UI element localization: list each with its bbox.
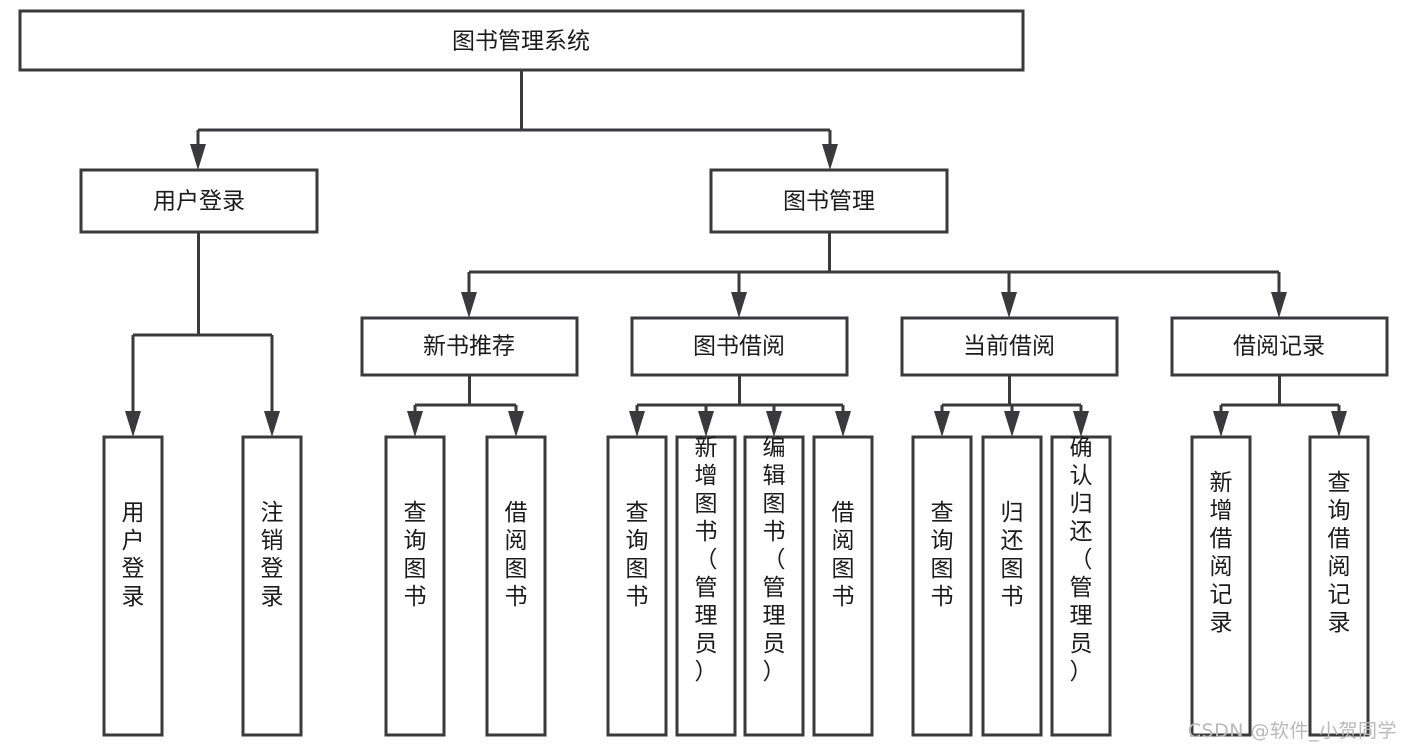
arrow-book-borrow-leaf-3 [766,411,782,437]
node-leaf-edit-book-box[interactable] [743,435,805,737]
arrow-bm-to-new-book-recommend [461,292,477,318]
node-new-book-recommend-label: 新书推荐 [423,334,515,360]
arrow-bm-to-borrow-record [1271,292,1287,318]
node-leaf-user-logout-box[interactable] [241,435,303,737]
node-user-login[interactable]: 用户登录 [79,168,319,234]
node-leaf-borrow-book-1-box[interactable] [485,435,547,737]
node-root[interactable]: 图书管理系统 [18,9,1025,72]
node-book-borrow-label: 图书借阅 [693,334,785,360]
arrow-book-borrow-leaf-2 [698,411,714,437]
node-leaf-confirm-return-box[interactable] [1050,435,1112,737]
node-leaf-add-book-box[interactable] [675,435,737,737]
node-leaf-add-record-box[interactable] [1190,435,1252,737]
node-leaf-add-record-label: 新增借阅记录 [1210,470,1233,636]
node-leaf-query-record-label: 查询借阅记录 [1328,470,1351,636]
node-leaf-query-book-1-box[interactable] [384,435,446,737]
node-book-borrow-box[interactable] [630,316,849,377]
node-borrow-record-box[interactable] [1170,316,1389,377]
node-leaf-user-login[interactable]: 用户登录 [102,435,164,737]
node-leaf-borrow-book-1-label: 借阅图书 [505,500,528,610]
node-user-login-box[interactable] [79,168,319,234]
node-leaf-query-book-1[interactable]: 查询图书 [384,435,446,737]
node-leaf-return-book[interactable]: 归还图书 [981,435,1043,737]
node-leaf-edit-book-label: 编辑图书（管理员） [763,435,786,685]
arrow-borrow-record-leaf-1 [1213,411,1229,437]
node-root-label: 图书管理系统 [452,29,590,55]
node-leaf-query-book-3-box[interactable] [911,435,973,737]
node-leaf-edit-book[interactable]: 编辑图书（管理员） [743,435,805,737]
arrow-new-book-leaf-1 [407,411,423,437]
node-borrow-record-label: 借阅记录 [1233,334,1325,360]
node-leaf-query-record-box[interactable] [1308,435,1370,737]
node-leaf-confirm-return-label: 确认归还（管理员） [1070,435,1093,685]
node-book-management[interactable]: 图书管理 [709,168,949,234]
connector-layer [125,70,1347,437]
node-book-borrow[interactable]: 图书借阅 [630,316,849,377]
node-book-management-label: 图书管理 [783,189,875,215]
arrow-root-to-book-management [822,144,838,170]
node-leaf-return-book-box[interactable] [981,435,1043,737]
node-leaf-query-book-1-label: 查询图书 [404,500,427,610]
node-leaf-query-record[interactable]: 查询借阅记录 [1308,435,1370,737]
node-leaf-borrow-book-2-box[interactable] [812,435,874,737]
node-current-borrow-box[interactable] [900,316,1119,377]
node-new-book-recommend-box[interactable] [360,316,579,377]
node-leaf-borrow-book-2[interactable]: 借阅图书 [812,435,874,737]
node-leaf-query-book-2-label: 查询图书 [626,500,649,610]
arrow-borrow-record-leaf-2 [1331,411,1347,437]
node-leaf-return-book-label: 归还图书 [1001,500,1024,610]
node-leaf-add-record[interactable]: 新增借阅记录 [1190,435,1252,737]
node-borrow-record[interactable]: 借阅记录 [1170,316,1389,377]
node-leaf-add-book[interactable]: 新增图书（管理员） [675,435,737,737]
node-new-book-recommend[interactable]: 新书推荐 [360,316,579,377]
node-leaf-user-logout[interactable]: 注销登录 [241,435,303,737]
arrow-book-borrow-leaf-1 [629,411,645,437]
node-leaf-user-login-box[interactable] [102,435,164,737]
node-current-borrow-label: 当前借阅 [963,334,1055,360]
node-root-box[interactable] [18,9,1025,72]
node-leaf-borrow-book-1[interactable]: 借阅图书 [485,435,547,737]
arrow-user-login-leaf-2 [264,411,280,437]
arrow-bm-to-book-borrow [731,292,747,318]
arrow-current-borrow-leaf-2 [1004,411,1020,437]
node-leaf-user-logout-label: 注销登录 [261,500,284,610]
node-user-login-label: 用户登录 [153,189,245,215]
node-leaf-confirm-return[interactable]: 确认归还（管理员） [1050,435,1112,737]
arrow-current-borrow-leaf-1 [934,411,950,437]
node-leaf-query-book-3[interactable]: 查询图书 [911,435,973,737]
arrow-book-borrow-leaf-4 [835,411,851,437]
node-leaf-user-login-label: 用户登录 [122,500,145,610]
node-leaf-query-book-3-label: 查询图书 [931,500,954,610]
node-leaf-query-book-2-box[interactable] [606,435,668,737]
arrow-root-to-user-login [190,144,206,170]
node-leaf-query-book-2[interactable]: 查询图书 [606,435,668,737]
arrow-user-login-leaf-1 [125,411,141,437]
arrow-new-book-leaf-2 [508,411,524,437]
node-leaf-add-book-label: 新增图书（管理员） [695,435,718,685]
node-leaf-borrow-book-2-label: 借阅图书 [832,500,855,610]
arrow-current-borrow-leaf-3 [1073,411,1089,437]
arrow-bm-to-current-borrow [1001,292,1017,318]
node-current-borrow[interactable]: 当前借阅 [900,316,1119,377]
node-book-management-box[interactable] [709,168,949,234]
